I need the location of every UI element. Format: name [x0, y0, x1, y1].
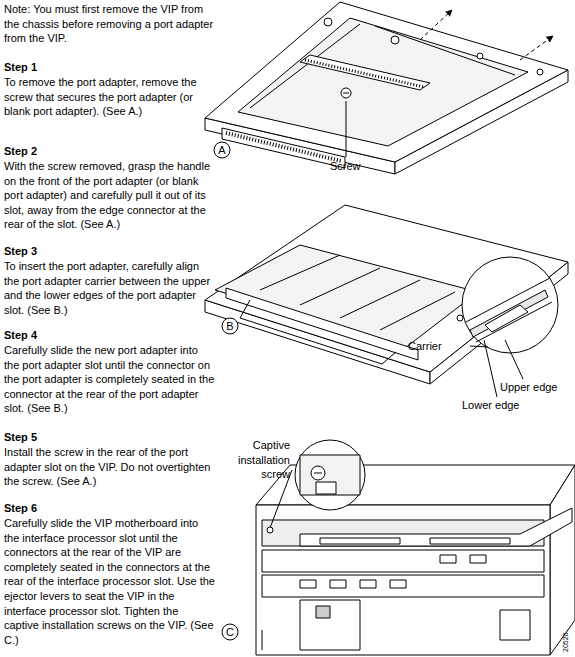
line-art-circle: [457, 315, 463, 321]
line-art-line: [375, 26, 515, 75]
line-art-circle: [295, 440, 365, 510]
line-art-line: [314, 473, 322, 474]
line-art-circle: [537, 69, 543, 75]
part-label: Captive installation screw: [228, 438, 290, 482]
line-art-polygon: [300, 508, 572, 546]
line-art-circle: [222, 624, 238, 640]
line-art-circle: [391, 36, 399, 44]
line-art-line: [340, 280, 420, 318]
line-art-line: [262, 630, 263, 650]
line-art-rect: [256, 505, 550, 655]
step-heading: Step 4: [4, 328, 216, 343]
line-art-circle: [222, 318, 238, 334]
callout-letter: A: [214, 142, 230, 158]
line-art-polygon: [205, 205, 568, 372]
step-text: Install the screw in the rear of the por…: [4, 445, 216, 489]
line-art-rect: [320, 538, 400, 544]
part-label: Upper edge: [500, 380, 570, 395]
line-art-rect: [470, 555, 486, 563]
line-art-rect: [390, 580, 406, 588]
line-art-rect: [300, 455, 360, 495]
line-art-circle: [267, 527, 273, 533]
line-art-line: [346, 101, 347, 157]
line-art-line: [520, 36, 553, 60]
line-art-circle: [462, 257, 558, 353]
line-art-rect: [500, 610, 530, 640]
line-art-rect: [316, 606, 330, 618]
line-art-rect: [316, 482, 336, 494]
line-art-circle: [311, 466, 325, 480]
step-text: To remove the port adapter, remove the s…: [4, 75, 216, 119]
note-text: Note: You must first remove the VIP from…: [4, 2, 216, 46]
part-label: Carrier: [408, 339, 468, 354]
line-art-rect: [430, 538, 510, 544]
line-art-polygon: [226, 288, 418, 360]
step-text: Carefully slide the new port adapter int…: [4, 343, 216, 416]
figure-number: 20520: [562, 622, 570, 652]
line-art-circle: [341, 88, 351, 98]
callout-letter: C: [222, 624, 238, 640]
line-art-line: [305, 60, 424, 87]
line-art-polygon: [238, 18, 528, 146]
line-art-line: [300, 268, 380, 305]
line-art-rect: [360, 580, 376, 588]
line-art-line: [476, 302, 552, 342]
line-art-path: [240, 300, 396, 364]
line-art-line: [505, 340, 523, 379]
line-art-path: [485, 305, 528, 332]
line-art-line: [380, 292, 455, 330]
step-text: Carefully slide the VIP motherboard into…: [4, 516, 216, 647]
line-art-rect: [300, 600, 360, 650]
line-art-line: [420, 10, 452, 40]
figure-b: [205, 205, 568, 397]
line-art-line: [226, 133, 341, 161]
line-art-polygon: [300, 55, 430, 90]
line-art-circle: [477, 53, 483, 59]
part-label: Screw: [330, 159, 370, 174]
line-art-rect: [262, 550, 544, 572]
line-art-line: [343, 93, 349, 94]
step-heading: Step 1: [4, 60, 216, 75]
line-art-line: [484, 340, 497, 397]
step-text: To insert the port adapter, carefully al…: [4, 259, 216, 317]
line-art-rect: [300, 580, 316, 588]
step-heading: Step 2: [4, 144, 216, 159]
figure-a: [205, 2, 568, 174]
callout-letter: B: [222, 318, 238, 334]
part-label: Lower edge: [462, 398, 532, 413]
line-art-circle: [324, 18, 332, 26]
step-heading: Step 5: [4, 430, 216, 445]
line-art-rect: [262, 575, 544, 597]
line-art-circle: [214, 142, 230, 158]
step-heading: Step 3: [4, 244, 216, 259]
line-art-rect: [330, 580, 346, 588]
step-heading: Step 6: [4, 501, 216, 516]
line-art-line: [260, 255, 340, 290]
line-art-rect: [440, 555, 456, 563]
step-text: With the screw removed, grasp the handle…: [4, 159, 216, 232]
line-art-polygon: [222, 128, 345, 168]
line-art-polygon: [550, 465, 575, 655]
